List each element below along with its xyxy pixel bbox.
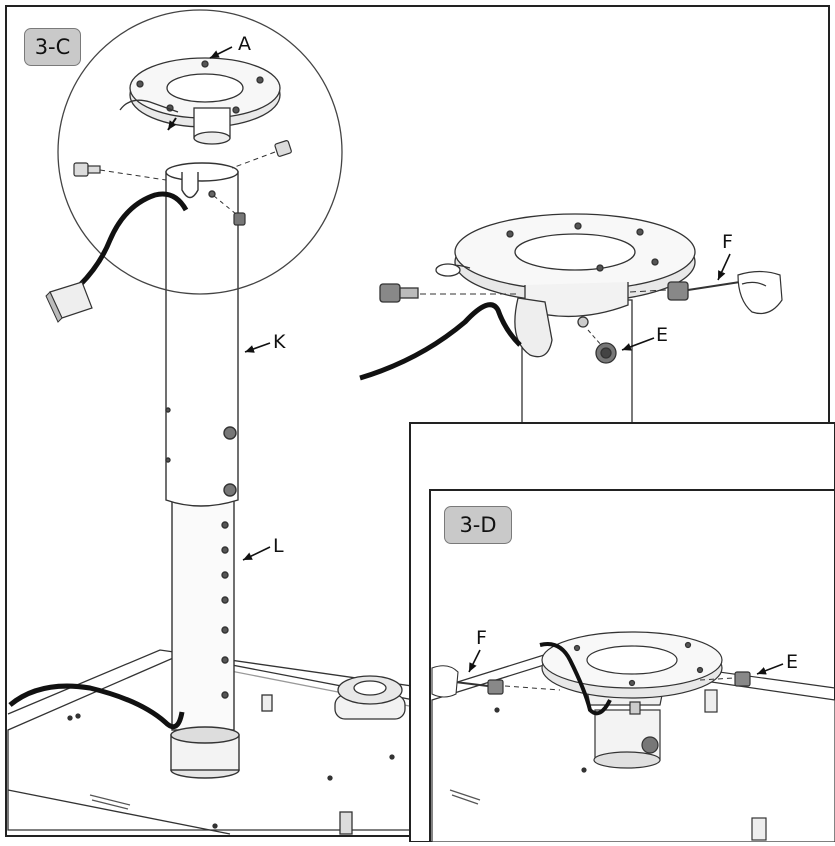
hand-3d-icon (431, 665, 489, 698)
pole-3c (165, 162, 240, 779)
hand-screwdriver-icon (687, 270, 783, 315)
callout-e: E (656, 324, 669, 346)
zoom-circle-3c (45, 9, 343, 323)
callout-f-3d: F (476, 627, 487, 649)
cable-lower-3c (8, 683, 185, 730)
callout-a: A (238, 33, 251, 55)
step-badge-3d: 3-D (444, 506, 512, 544)
detail-ef (379, 213, 696, 426)
cable-detail (359, 302, 522, 381)
callout-l: L (273, 535, 284, 557)
scene-3d (431, 631, 835, 843)
step-badge-3c: 3-C (24, 28, 81, 66)
callout-k: K (273, 331, 286, 353)
callout-f: F (722, 231, 733, 253)
callout-e-3d: E (786, 651, 799, 673)
